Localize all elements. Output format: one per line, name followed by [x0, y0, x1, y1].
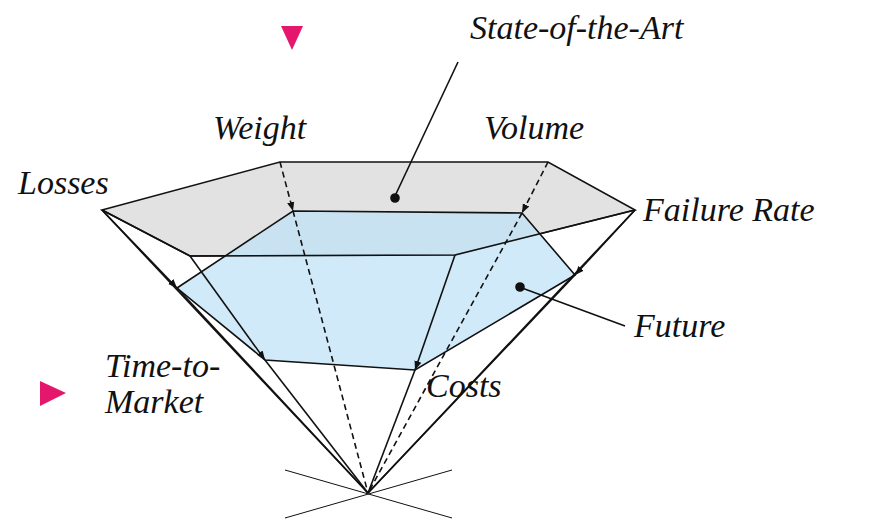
pink-marker	[281, 26, 303, 50]
state-label: Future	[634, 308, 725, 344]
axis-label: Failure Rate	[643, 192, 815, 228]
axis-label: Costs	[426, 368, 502, 404]
apex-lines	[102, 210, 635, 518]
shrink-arrows	[102, 162, 635, 370]
top-edge	[102, 210, 635, 256]
leader-lines	[391, 62, 625, 326]
pink-marker	[40, 381, 66, 406]
state-label: State-of-the-Art	[470, 10, 683, 46]
axis-label: Time-to- Market	[105, 348, 255, 420]
axis-label: Volume	[484, 110, 584, 146]
axis-label: Losses	[18, 165, 109, 201]
future-face	[177, 211, 575, 370]
axis-label: Weight	[213, 110, 306, 146]
